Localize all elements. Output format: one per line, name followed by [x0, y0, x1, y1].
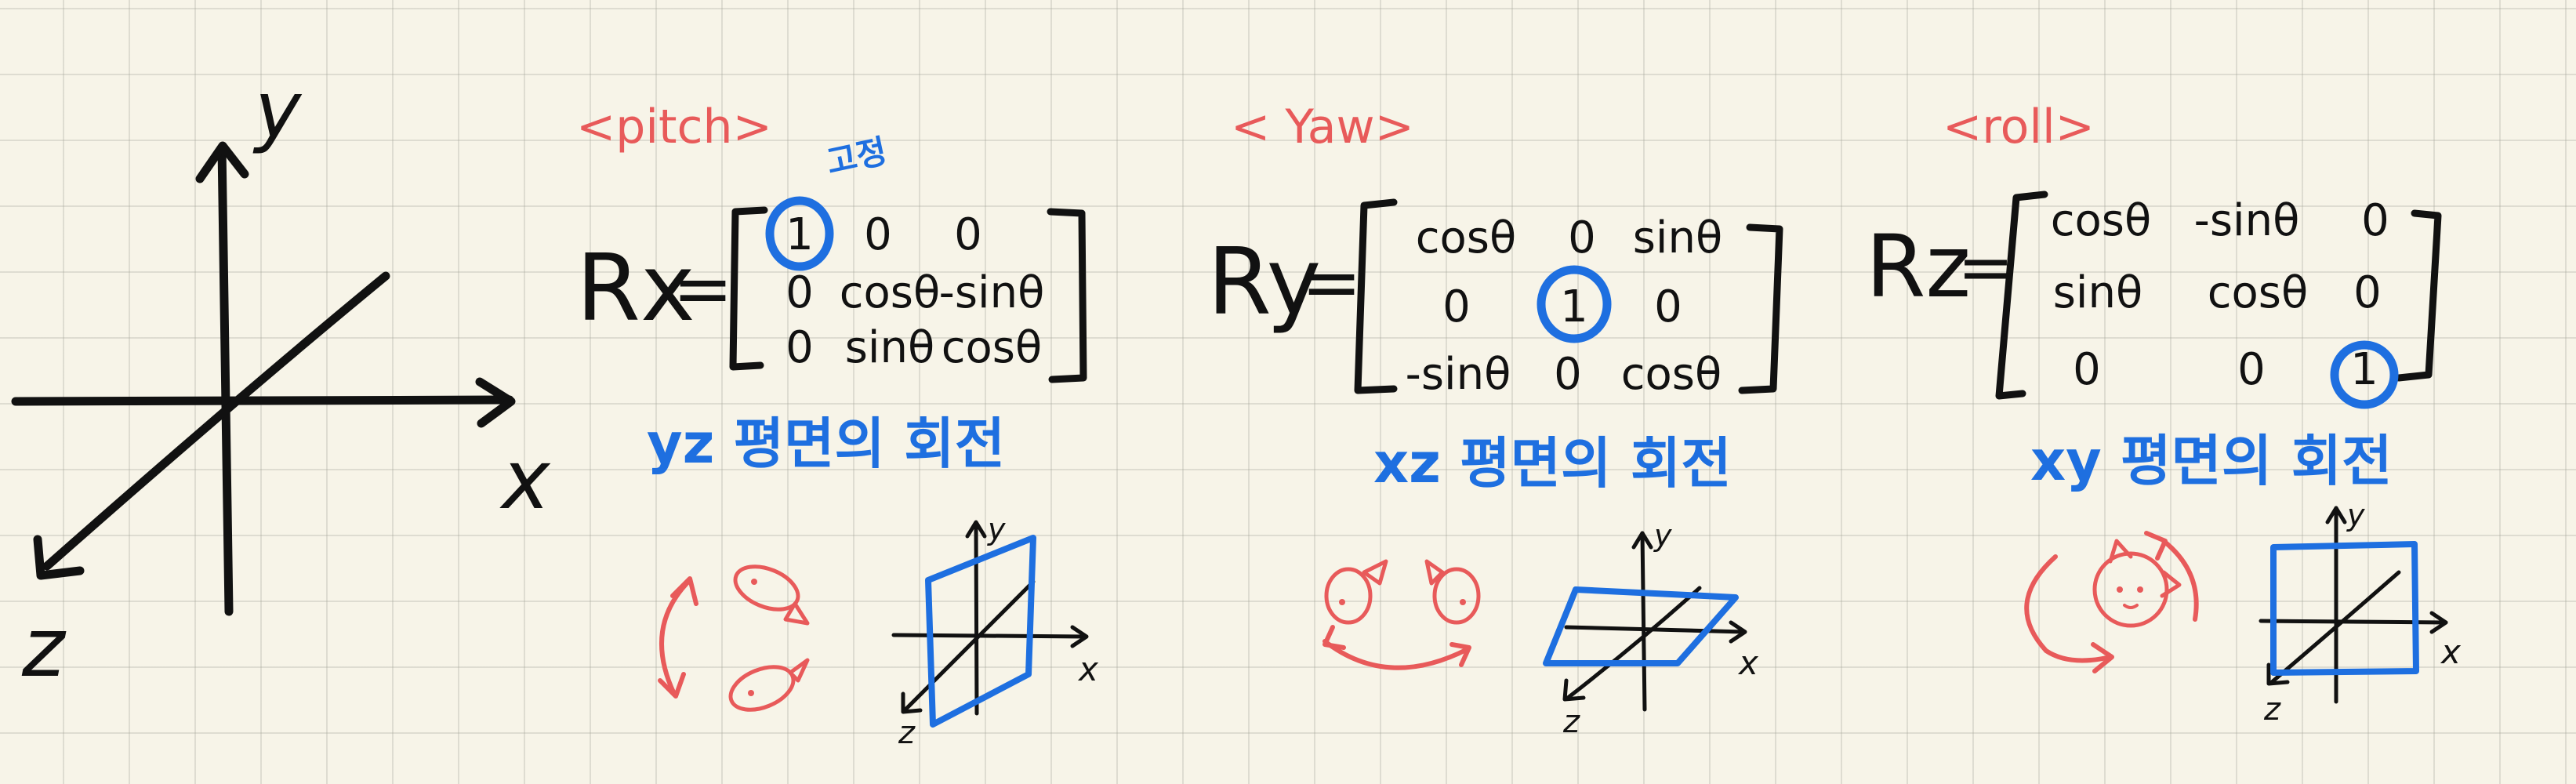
roll-mini-z-label: z — [2263, 691, 2281, 728]
roll-cell-2-1: sinθ — [2053, 267, 2143, 318]
main-z-axis — [42, 271, 390, 571]
roll-left-bracket — [1995, 191, 2048, 400]
roll-mini-x-label: x — [2440, 633, 2462, 671]
yaw-panel: < Yaw> Ry = cosθ 0 sinθ 0 1 0 -sinθ 0 co… — [1207, 100, 1783, 740]
yaw-equals: = — [1301, 241, 1362, 325]
face-spin-icon — [2024, 531, 2199, 673]
yaw-cell-1-1: cosθ — [1416, 212, 1517, 263]
roll-cell-1-2: -sinθ — [2194, 195, 2300, 246]
roll-right-bracket — [2395, 209, 2442, 382]
pitch-cell-2-1: 0 — [785, 267, 814, 318]
yaw-title: < Yaw> — [1231, 100, 1414, 154]
yaw-mini-y-label: y — [1653, 518, 1672, 553]
roll-cell-1-3: 0 — [2361, 195, 2389, 246]
main-y-label: y — [252, 64, 303, 156]
pitch-cell-1-2: 0 — [864, 209, 892, 260]
yaw-fixed-circle-icon — [1537, 265, 1612, 343]
pitch-cell-2-3: -sinθ — [939, 267, 1045, 318]
pitch-cell-1-3: 0 — [954, 209, 982, 260]
pitch-left-bracket — [729, 206, 768, 371]
yaw-cell-1-2: 0 — [1568, 212, 1596, 263]
roll-cell-3-2: 0 — [2237, 344, 2266, 395]
main-z-label: z — [21, 600, 67, 695]
pitch-cell-3-2: sinθ — [845, 322, 935, 373]
roll-cell-2-3: 0 — [2353, 267, 2382, 318]
main-y-arrowhead — [195, 141, 249, 183]
roll-plane-caption: xy 평면의 회전 — [2030, 429, 2393, 493]
pitch-fixed-note: 고정 — [823, 132, 891, 182]
roll-panel: <roll> Rz = cosθ -sinθ 0 sinθ cosθ 0 0 0… — [1866, 100, 2462, 728]
main-x-axis — [11, 395, 514, 406]
pitch-cell-3-1: 0 — [785, 322, 814, 373]
yaw-plane-caption: xz 평면의 회전 — [1373, 431, 1732, 495]
pitch-mini-z-label: z — [898, 715, 916, 751]
yaw-mini-z-label: z — [1562, 704, 1580, 740]
roll-cell-2-2: cosθ — [2208, 267, 2309, 318]
pitch-plane-caption: yz 평면의 회전 — [647, 412, 1005, 476]
pitch-panel: <pitch> 고정 Rx = 1 0 0 0 cosθ -sinθ 0 sin… — [576, 100, 1099, 751]
pitch-cell-3-3: cosθ — [942, 322, 1043, 373]
main-x-arrowhead — [475, 377, 516, 428]
yaw-cell-2-3: 0 — [1654, 281, 1682, 332]
fish-turn-horizontal-icon — [1322, 559, 1481, 670]
yaw-mini-x-label: x — [1737, 644, 1759, 682]
roll-matrix-label: Rz — [1866, 216, 1971, 317]
pitch-equals: = — [673, 247, 733, 331]
pitch-matrix-label: Rx — [576, 234, 695, 342]
roll-cell-3-3: 1 — [2350, 344, 2378, 395]
roll-cell-3-1: 0 — [2073, 344, 2101, 395]
yaw-cell-2-2: 1 — [1560, 281, 1588, 332]
yaw-cell-3-1: -sinθ — [1406, 349, 1511, 400]
pitch-mini-y-label: y — [987, 512, 1006, 546]
roll-mini-y-label: y — [2346, 498, 2365, 532]
pitch-right-bracket — [1047, 208, 1087, 383]
pitch-title: <pitch> — [576, 100, 772, 154]
fish-flip-vertical-icon — [658, 564, 810, 712]
xz-plane-icon: x y z — [1543, 518, 1759, 740]
pitch-cell-2-2: cosθ — [840, 267, 941, 318]
yaw-cell-3-2: 0 — [1554, 349, 1582, 400]
main-y-axis — [217, 143, 234, 616]
main-x-label: x — [499, 432, 551, 528]
main-axes: x y z — [11, 64, 551, 695]
pitch-cell-1-1: 1 — [785, 209, 814, 260]
roll-title: <roll> — [1943, 100, 2095, 154]
yaw-matrix-label: Ry — [1207, 227, 1321, 336]
yaw-right-bracket — [1738, 223, 1783, 394]
xy-plane-icon: x y z — [2259, 498, 2462, 728]
roll-fixed-circle-icon — [2330, 340, 2399, 409]
pitch-mini-x-label: x — [1077, 650, 1099, 688]
yaw-cell-1-3: sinθ — [1633, 212, 1723, 263]
roll-cell-1-1: cosθ — [2051, 195, 2152, 246]
yz-plane-icon: x y z — [891, 512, 1099, 751]
yaw-left-bracket — [1354, 198, 1398, 394]
yaw-cell-2-1: 0 — [1442, 281, 1471, 332]
pitch-fixed-circle-icon — [765, 196, 834, 271]
yaw-cell-3-3: cosθ — [1621, 349, 1722, 400]
main-z-arrowhead — [33, 535, 85, 580]
